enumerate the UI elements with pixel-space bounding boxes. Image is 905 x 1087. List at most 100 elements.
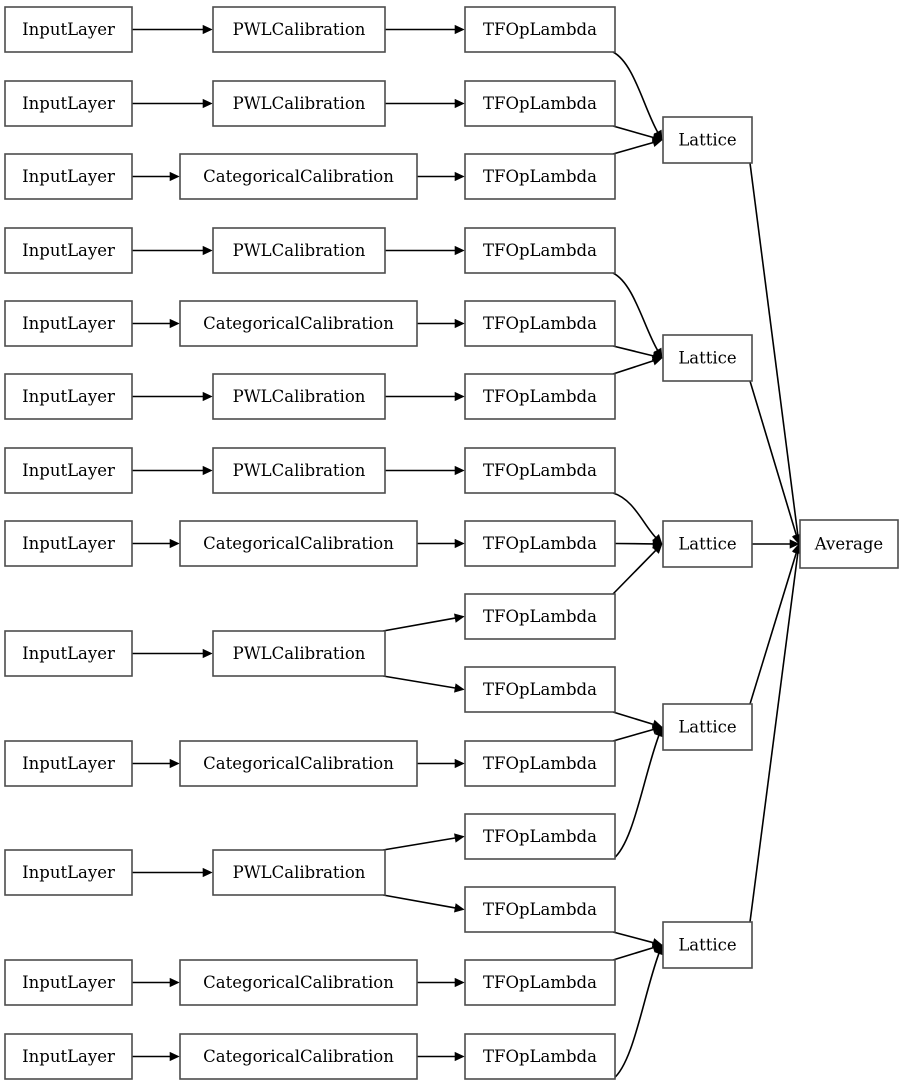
node-box[interactable] bbox=[4, 300, 133, 347]
node-box[interactable] bbox=[212, 849, 386, 896]
graph-node[interactable]: InputLayer bbox=[4, 300, 133, 347]
node-box[interactable] bbox=[4, 849, 133, 896]
graph-node[interactable]: InputLayer bbox=[4, 630, 133, 677]
graph-node[interactable]: InputLayer bbox=[4, 849, 133, 896]
node-box[interactable] bbox=[464, 740, 616, 787]
graph-node[interactable]: PWLCalibration bbox=[212, 447, 386, 494]
graph-node[interactable]: Lattice bbox=[662, 921, 753, 969]
node-box[interactable] bbox=[179, 300, 418, 347]
graph-node[interactable]: PWLCalibration bbox=[212, 373, 386, 420]
node-box[interactable] bbox=[4, 959, 133, 1006]
node-box[interactable] bbox=[179, 959, 418, 1006]
node-box[interactable] bbox=[4, 740, 133, 787]
graph-node[interactable]: CategoricalCalibration bbox=[179, 740, 418, 787]
node-box[interactable] bbox=[179, 153, 418, 200]
graph-node[interactable]: TFOpLambda bbox=[464, 300, 616, 347]
graph-node[interactable]: TFOpLambda bbox=[464, 153, 616, 200]
edge-line bbox=[612, 946, 654, 961]
graph-node[interactable]: TFOpLambda bbox=[464, 593, 616, 640]
node-box[interactable] bbox=[4, 1033, 133, 1080]
node-box[interactable] bbox=[464, 813, 616, 860]
graph-node[interactable]: TFOpLambda bbox=[464, 813, 616, 860]
node-box[interactable] bbox=[662, 703, 753, 751]
graph-node[interactable]: CategoricalCalibration bbox=[179, 300, 418, 347]
node-box[interactable] bbox=[464, 373, 616, 420]
graph-node[interactable]: InputLayer bbox=[4, 80, 133, 127]
graph-node[interactable]: InputLayer bbox=[4, 1033, 133, 1080]
graph-node[interactable]: TFOpLambda bbox=[464, 227, 616, 274]
graph-node[interactable]: TFOpLambda bbox=[464, 886, 616, 933]
graph-node[interactable]: Lattice bbox=[662, 116, 753, 164]
graph-node[interactable]: TFOpLambda bbox=[464, 666, 616, 713]
node-box[interactable] bbox=[662, 520, 753, 568]
graph-node[interactable]: InputLayer bbox=[4, 153, 133, 200]
graph-node[interactable]: InputLayer bbox=[4, 6, 133, 53]
node-box[interactable] bbox=[212, 630, 386, 677]
node-box[interactable] bbox=[4, 373, 133, 420]
graph-node[interactable]: PWLCalibration bbox=[212, 80, 386, 127]
node-box[interactable] bbox=[179, 740, 418, 787]
node-box[interactable] bbox=[179, 520, 418, 567]
node-box[interactable] bbox=[212, 447, 386, 494]
node-box[interactable] bbox=[464, 1033, 616, 1080]
graph-node[interactable]: PWLCalibration bbox=[212, 630, 386, 677]
node-box[interactable] bbox=[464, 520, 616, 567]
graph-node[interactable]: InputLayer bbox=[4, 227, 133, 274]
graph-node[interactable]: Lattice bbox=[662, 520, 753, 568]
node-box[interactable] bbox=[464, 153, 616, 200]
graph-node[interactable]: Lattice bbox=[662, 703, 753, 751]
node-box[interactable] bbox=[464, 447, 616, 494]
graph-node[interactable]: TFOpLambda bbox=[464, 447, 616, 494]
graph-node[interactable]: InputLayer bbox=[4, 447, 133, 494]
node-box[interactable] bbox=[4, 153, 133, 200]
node-box[interactable] bbox=[662, 334, 753, 382]
graph-node[interactable]: InputLayer bbox=[4, 520, 133, 567]
node-box[interactable] bbox=[212, 6, 386, 53]
node-box[interactable] bbox=[4, 447, 133, 494]
graph-node[interactable]: TFOpLambda bbox=[464, 373, 616, 420]
edge-line bbox=[612, 125, 654, 139]
graph-node[interactable]: CategoricalCalibration bbox=[179, 1033, 418, 1080]
node-box[interactable] bbox=[464, 959, 616, 1006]
node-box[interactable] bbox=[464, 227, 616, 274]
graph-node[interactable]: InputLayer bbox=[4, 740, 133, 787]
graph-node[interactable]: Lattice bbox=[662, 334, 753, 382]
node-box[interactable] bbox=[662, 116, 753, 164]
graph-node[interactable]: PWLCalibration bbox=[212, 6, 386, 53]
graph-node[interactable]: CategoricalCalibration bbox=[179, 959, 418, 1006]
node-box[interactable] bbox=[212, 373, 386, 420]
node-box[interactable] bbox=[4, 227, 133, 274]
graph-node[interactable]: CategoricalCalibration bbox=[179, 520, 418, 567]
graph-node[interactable]: InputLayer bbox=[4, 959, 133, 1006]
graph-node[interactable]: PWLCalibration bbox=[212, 227, 386, 274]
graph-node[interactable]: TFOpLambda bbox=[464, 740, 616, 787]
node-box[interactable] bbox=[4, 6, 133, 53]
graph-node[interactable]: TFOpLambda bbox=[464, 959, 616, 1006]
graph-edge bbox=[382, 675, 465, 693]
graph-edge bbox=[612, 138, 663, 155]
node-box[interactable] bbox=[212, 80, 386, 127]
node-box[interactable] bbox=[799, 519, 899, 569]
node-box[interactable] bbox=[4, 630, 133, 677]
graph-node[interactable]: TFOpLambda bbox=[464, 6, 616, 53]
graph-node[interactable]: TFOpLambda bbox=[464, 80, 616, 127]
graph-node[interactable]: CategoricalCalibration bbox=[179, 153, 418, 200]
edge-line bbox=[749, 162, 799, 536]
arrowhead-icon bbox=[651, 138, 663, 148]
node-box[interactable] bbox=[4, 80, 133, 127]
graph-node[interactable]: TFOpLambda bbox=[464, 1033, 616, 1080]
graph-node[interactable]: Average bbox=[799, 519, 899, 569]
graph-node[interactable]: TFOpLambda bbox=[464, 520, 616, 567]
node-box[interactable] bbox=[179, 1033, 418, 1080]
node-box[interactable] bbox=[464, 80, 616, 127]
node-box[interactable] bbox=[662, 921, 753, 969]
node-box[interactable] bbox=[464, 300, 616, 347]
node-box[interactable] bbox=[464, 886, 616, 933]
node-box[interactable] bbox=[464, 666, 616, 713]
node-box[interactable] bbox=[212, 227, 386, 274]
graph-node[interactable]: InputLayer bbox=[4, 373, 133, 420]
node-box[interactable] bbox=[464, 593, 616, 640]
graph-node[interactable]: PWLCalibration bbox=[212, 849, 386, 896]
node-box[interactable] bbox=[464, 6, 616, 53]
node-box[interactable] bbox=[4, 520, 133, 567]
